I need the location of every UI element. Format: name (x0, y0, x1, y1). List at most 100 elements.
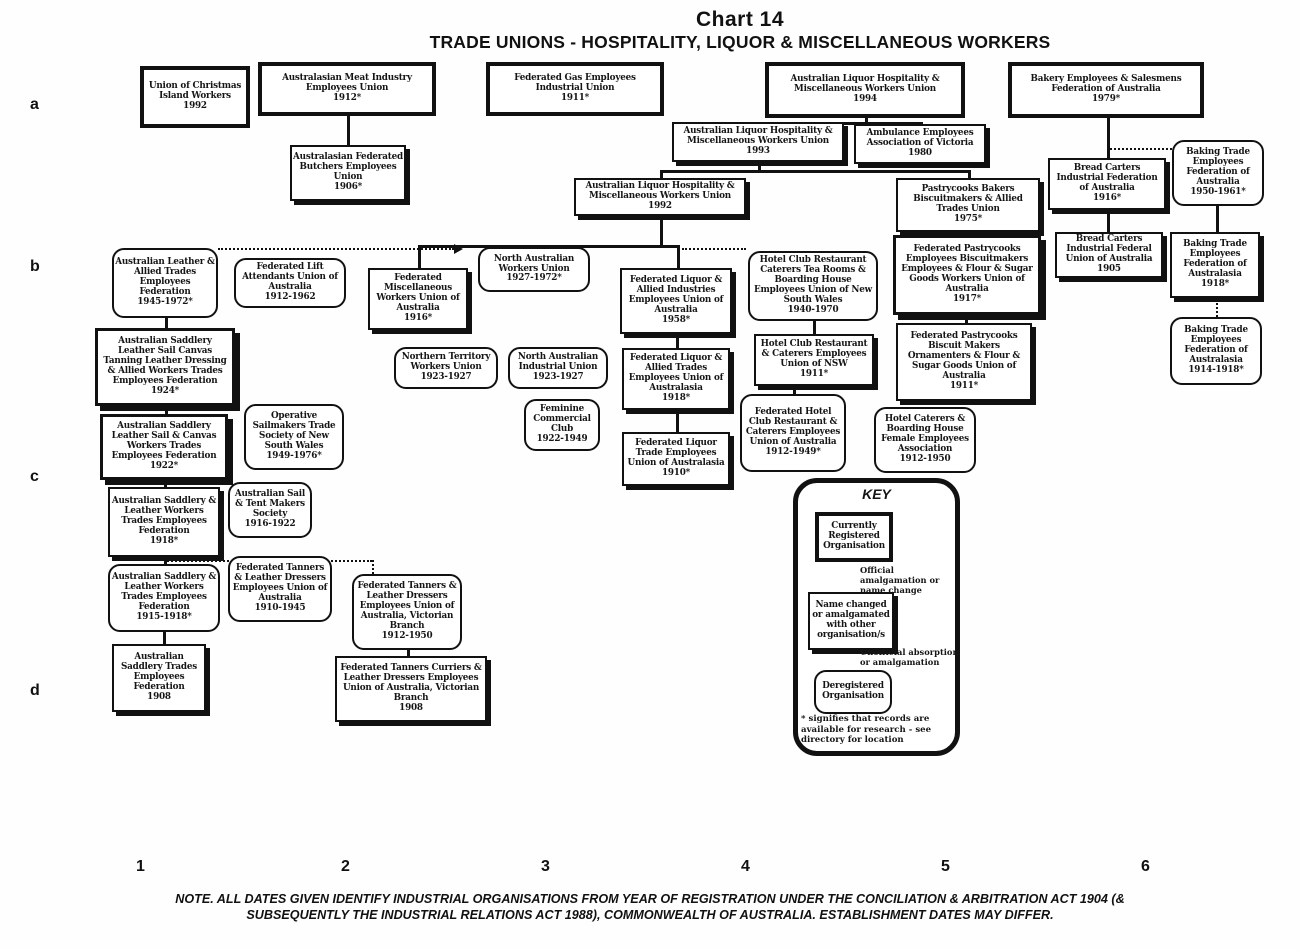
org-box-n7: Australian Liquor Hospitality & Miscella… (672, 122, 844, 162)
org-box-n3: Federated Gas Employees Industrial Union… (486, 62, 664, 116)
org-box-n5: Bakery Employees & Salesmens Federation … (1008, 62, 1204, 118)
column-label-6: 6 (1141, 858, 1150, 875)
org-date: 1918* (149, 535, 179, 546)
org-date: 1911* (949, 380, 979, 391)
row-label-b: b (30, 258, 40, 275)
org-date: 1992 (183, 100, 207, 111)
connector-official (660, 170, 968, 173)
org-date: 1914-1918* (1188, 364, 1244, 375)
org-date: 1922* (149, 460, 179, 471)
org-box-n19: Federated Pastrycooks Employees Biscuitm… (893, 235, 1041, 315)
org-box-n40: Australian Saddlery Trades Employees Fed… (112, 644, 206, 712)
connector-official (676, 334, 679, 348)
org-date: 1908 (147, 691, 171, 702)
org-date: 1908 (399, 702, 423, 713)
connector-official (407, 650, 410, 656)
org-name: Bakery Employees & Salesmens Federation … (1030, 74, 1182, 95)
org-date: 1945-1972* (137, 296, 193, 307)
org-name: Northern Territory Workers Union (401, 352, 491, 373)
org-box-n38: Federated Tanners & Leather Dressers Emp… (228, 556, 332, 622)
org-name: Operative Sailmakers Trade Society of Ne… (252, 411, 336, 451)
org-date: 1912-1950 (899, 453, 951, 464)
org-box-n29: Operative Sailmakers Trade Society of Ne… (244, 404, 344, 470)
org-box-n34: Hotel Caterers & Boarding House Female E… (874, 407, 976, 473)
connector-unofficial (682, 248, 746, 250)
org-date: 1949-1976* (266, 450, 322, 461)
connector-official (793, 386, 796, 394)
org-name: Feminine Commercial Club (533, 404, 591, 434)
org-name: Federated Tanners & Leather Dressers Emp… (232, 563, 328, 603)
org-name: North Australian Industrial Union (517, 352, 599, 373)
org-name: Australian Saddlery Leather Sail & Canva… (111, 421, 217, 461)
connector-unofficial (372, 560, 374, 574)
connector-official (965, 315, 968, 323)
key-sample-box-0: Currently Registered Organisation (815, 512, 893, 562)
org-date: 1916* (1092, 192, 1122, 203)
org-name: Baking Trade Employees Federation of Aus… (1184, 325, 1248, 365)
key-sample-box-1: Name changed or amalgamated with other o… (808, 592, 894, 650)
chart-subtitle: TRADE UNIONS - HOSPITALITY, LIQUOR & MIS… (429, 32, 1051, 52)
column-label-5: 5 (941, 858, 950, 875)
org-box-n10: Pastrycooks Bakers Biscuitmakers & Allie… (896, 178, 1040, 232)
org-name: North Australian Workers Union (493, 253, 575, 274)
chart-footnote: NOTE. ALL DATES GIVEN IDENTIFY INDUSTRIA… (170, 892, 1130, 923)
org-name: Australian Leather & Allied Trades Emplo… (115, 257, 215, 297)
org-date: 1911* (799, 368, 829, 379)
org-box-n35: Australian Saddlery & Leather Workers Tr… (108, 487, 220, 557)
org-date: 1918* (1200, 278, 1230, 289)
org-name: Union of Christmas Island Workers (148, 81, 242, 102)
key-edge-label-1: Unofficial absorption or amalgamation (860, 647, 959, 667)
connector-official (968, 170, 971, 178)
org-box-n12: Baking Trade Employees Federation of Aus… (1172, 140, 1264, 206)
org-date: 1922-1949 (536, 433, 588, 444)
row-label-d: d (30, 682, 40, 699)
org-box-n41: Federated Tanners Curriers & Leather Dre… (335, 656, 487, 722)
org-date: 1992 (648, 200, 672, 211)
org-date: 1912-1949* (765, 446, 821, 457)
org-date: 1910-1945 (254, 602, 306, 613)
org-date: 1918* (661, 392, 691, 403)
org-box-n21: Baking Trade Employees Federation of Aus… (1170, 232, 1260, 298)
connector-official (677, 245, 680, 268)
connector-official (1107, 210, 1110, 232)
connector-official (813, 321, 816, 334)
connector-official (418, 245, 678, 248)
org-name: Australasian Meat Industry Employees Uni… (282, 73, 412, 94)
org-date: 1912-1950 (381, 630, 433, 641)
org-date: 1958* (661, 314, 691, 325)
org-name: Federated Liquor & Allied Trades Employe… (628, 353, 724, 393)
org-date: 1980 (908, 147, 932, 158)
column-label-3: 3 (541, 858, 550, 875)
org-box-n20: Bread Carters Industrial Federal Union o… (1055, 232, 1163, 278)
connector-official (660, 170, 663, 178)
org-date: 1910* (661, 467, 691, 478)
org-name: Federated Pastrycooks Employees Biscuitm… (901, 244, 1033, 294)
org-date: 1923-1927 (532, 371, 584, 382)
org-name: Australian Liquor Hospitality & Miscella… (790, 74, 940, 95)
connector-official (347, 116, 350, 145)
connector-official (165, 406, 168, 414)
org-date: 1917* (952, 293, 982, 304)
org-date: 1994 (853, 93, 877, 104)
org-box-n33: Federated Hotel Club Restaurant & Catere… (740, 394, 846, 472)
org-box-n32: Federated Liquor Trade Employees Union o… (622, 432, 730, 486)
org-box-n14: Federated Lift Attendants Union of Austr… (234, 258, 346, 308)
org-name: Australian Saddlery & Leather Workers Tr… (111, 572, 217, 612)
column-label-1: 1 (136, 858, 145, 875)
connector-unofficial (164, 483, 228, 485)
org-box-n2: Australasian Meat Industry Employees Uni… (258, 62, 436, 116)
org-name: Deregistered Organisation (822, 681, 884, 701)
org-box-n31: Australian Saddlery Leather Sail & Canva… (100, 414, 228, 480)
org-date: 1923-1927 (420, 371, 472, 382)
org-date: 1912-1962 (264, 291, 316, 302)
org-name: Australian Saddlery & Leather Workers Tr… (111, 496, 217, 536)
org-date: 1906* (333, 181, 363, 192)
key-sample-box-2: Deregistered Organisation (814, 670, 892, 714)
org-name: Baking Trade Employees Federation of Aus… (1183, 239, 1247, 279)
